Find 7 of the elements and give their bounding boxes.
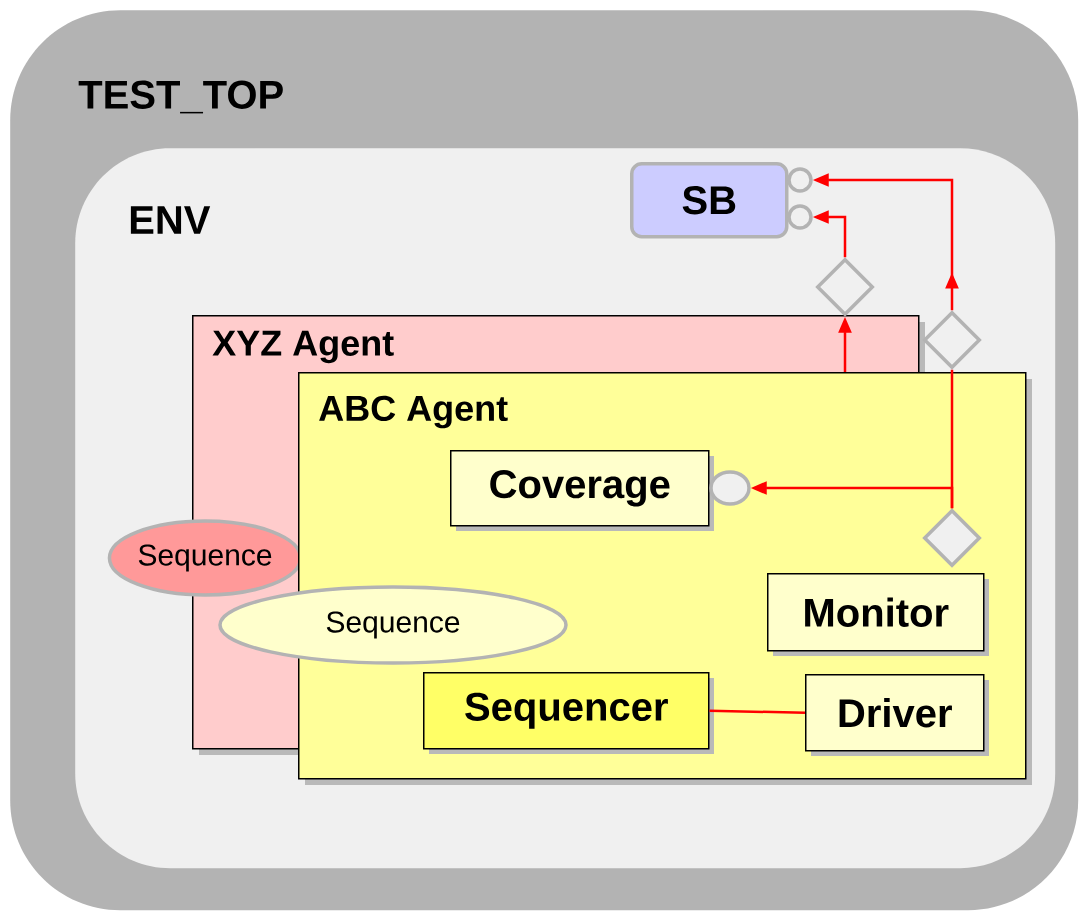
- component-box: Monitor: [767, 573, 989, 656]
- component-box: Sequencer: [423, 672, 714, 754]
- scoreboard-box: SB: [630, 162, 789, 239]
- component-box: Coverage: [450, 450, 714, 531]
- port-circle: [787, 204, 813, 230]
- port-circle: [787, 167, 813, 193]
- component-box: Driver: [805, 674, 989, 756]
